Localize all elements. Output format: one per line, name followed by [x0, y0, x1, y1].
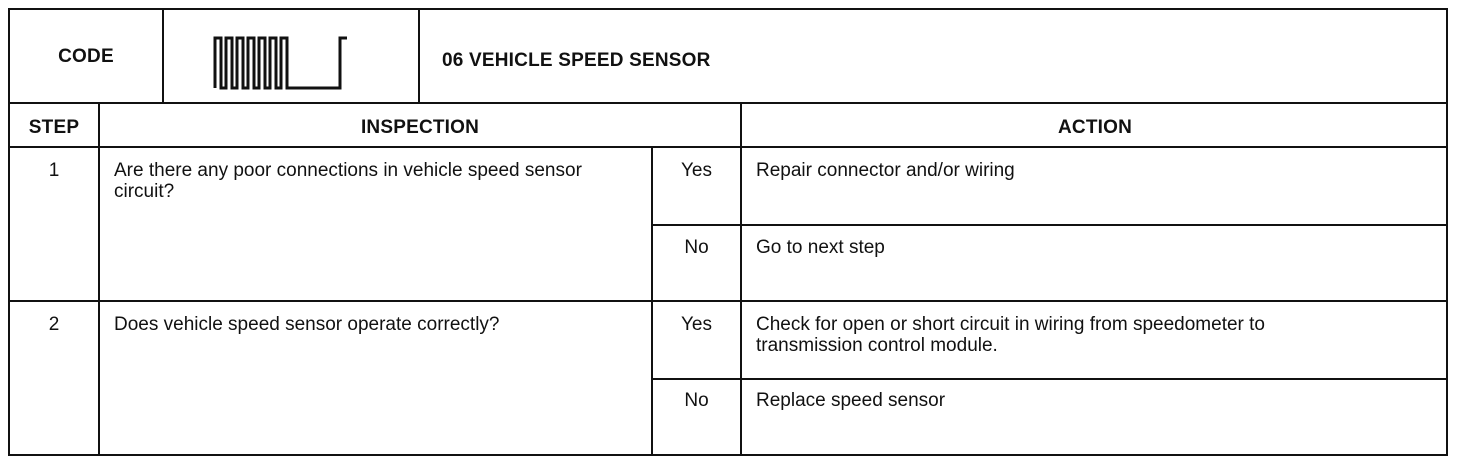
pulse-waveform-icon — [205, 30, 365, 92]
action-text: Go to next step — [756, 237, 885, 258]
divider — [651, 378, 1448, 380]
code-label: CODE — [58, 46, 114, 67]
inspection-text: Are there any poor connections in vehicl… — [114, 160, 582, 202]
diagnostic-table: CODE 06 VEHICLE SPEED SENSOR STEP INSPEC… — [8, 8, 1448, 456]
inspection-text: Does vehicle speed sensor operate correc… — [114, 314, 500, 335]
divider — [10, 300, 1448, 302]
divider — [10, 102, 1448, 104]
answer-label: No — [684, 390, 709, 411]
divider — [98, 102, 100, 456]
header-action: ACTION — [1057, 117, 1133, 138]
header-inspection: INSPECTION — [360, 117, 480, 138]
action-text: Check for open or short circuit in wirin… — [756, 314, 1265, 356]
action-text: Replace speed sensor — [756, 390, 946, 411]
action-text: Repair connector and/or wiring — [756, 160, 1015, 181]
answer-label: Yes — [681, 314, 712, 335]
answer-label: No — [684, 237, 709, 258]
divider — [418, 10, 420, 102]
answer-label: Yes — [681, 160, 712, 181]
divider — [162, 10, 164, 102]
divider — [740, 102, 742, 456]
divider — [10, 146, 1448, 148]
code-title: 06 VEHICLE SPEED SENSOR — [442, 50, 711, 71]
step-number: 2 — [48, 314, 60, 335]
step-number: 1 — [48, 160, 60, 181]
divider — [651, 224, 1448, 226]
header-step: STEP — [28, 117, 80, 138]
